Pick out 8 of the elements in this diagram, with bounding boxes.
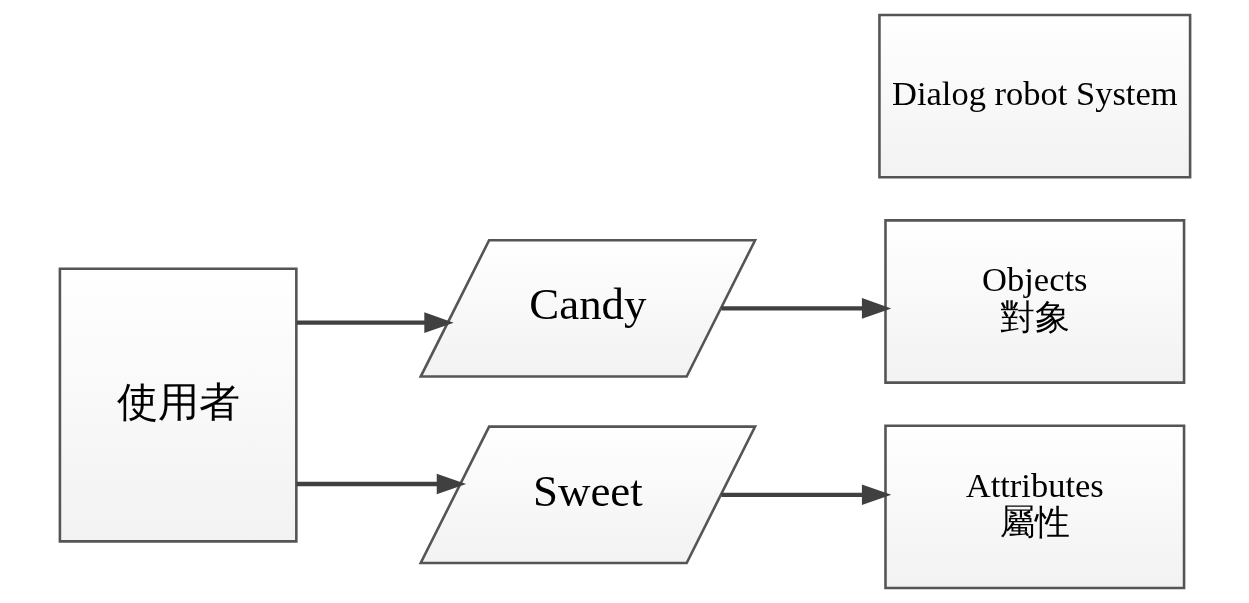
- arrow: [720, 484, 891, 506]
- arrow: [720, 298, 891, 319]
- node-box: Attributes 屬性: [883, 424, 1185, 590]
- node-box: 使用者: [58, 267, 298, 543]
- arrow: [296, 312, 454, 333]
- arrow: [296, 473, 466, 495]
- node-box: Dialog robot System: [877, 13, 1191, 179]
- node-box: Objects 對象: [883, 219, 1185, 384]
